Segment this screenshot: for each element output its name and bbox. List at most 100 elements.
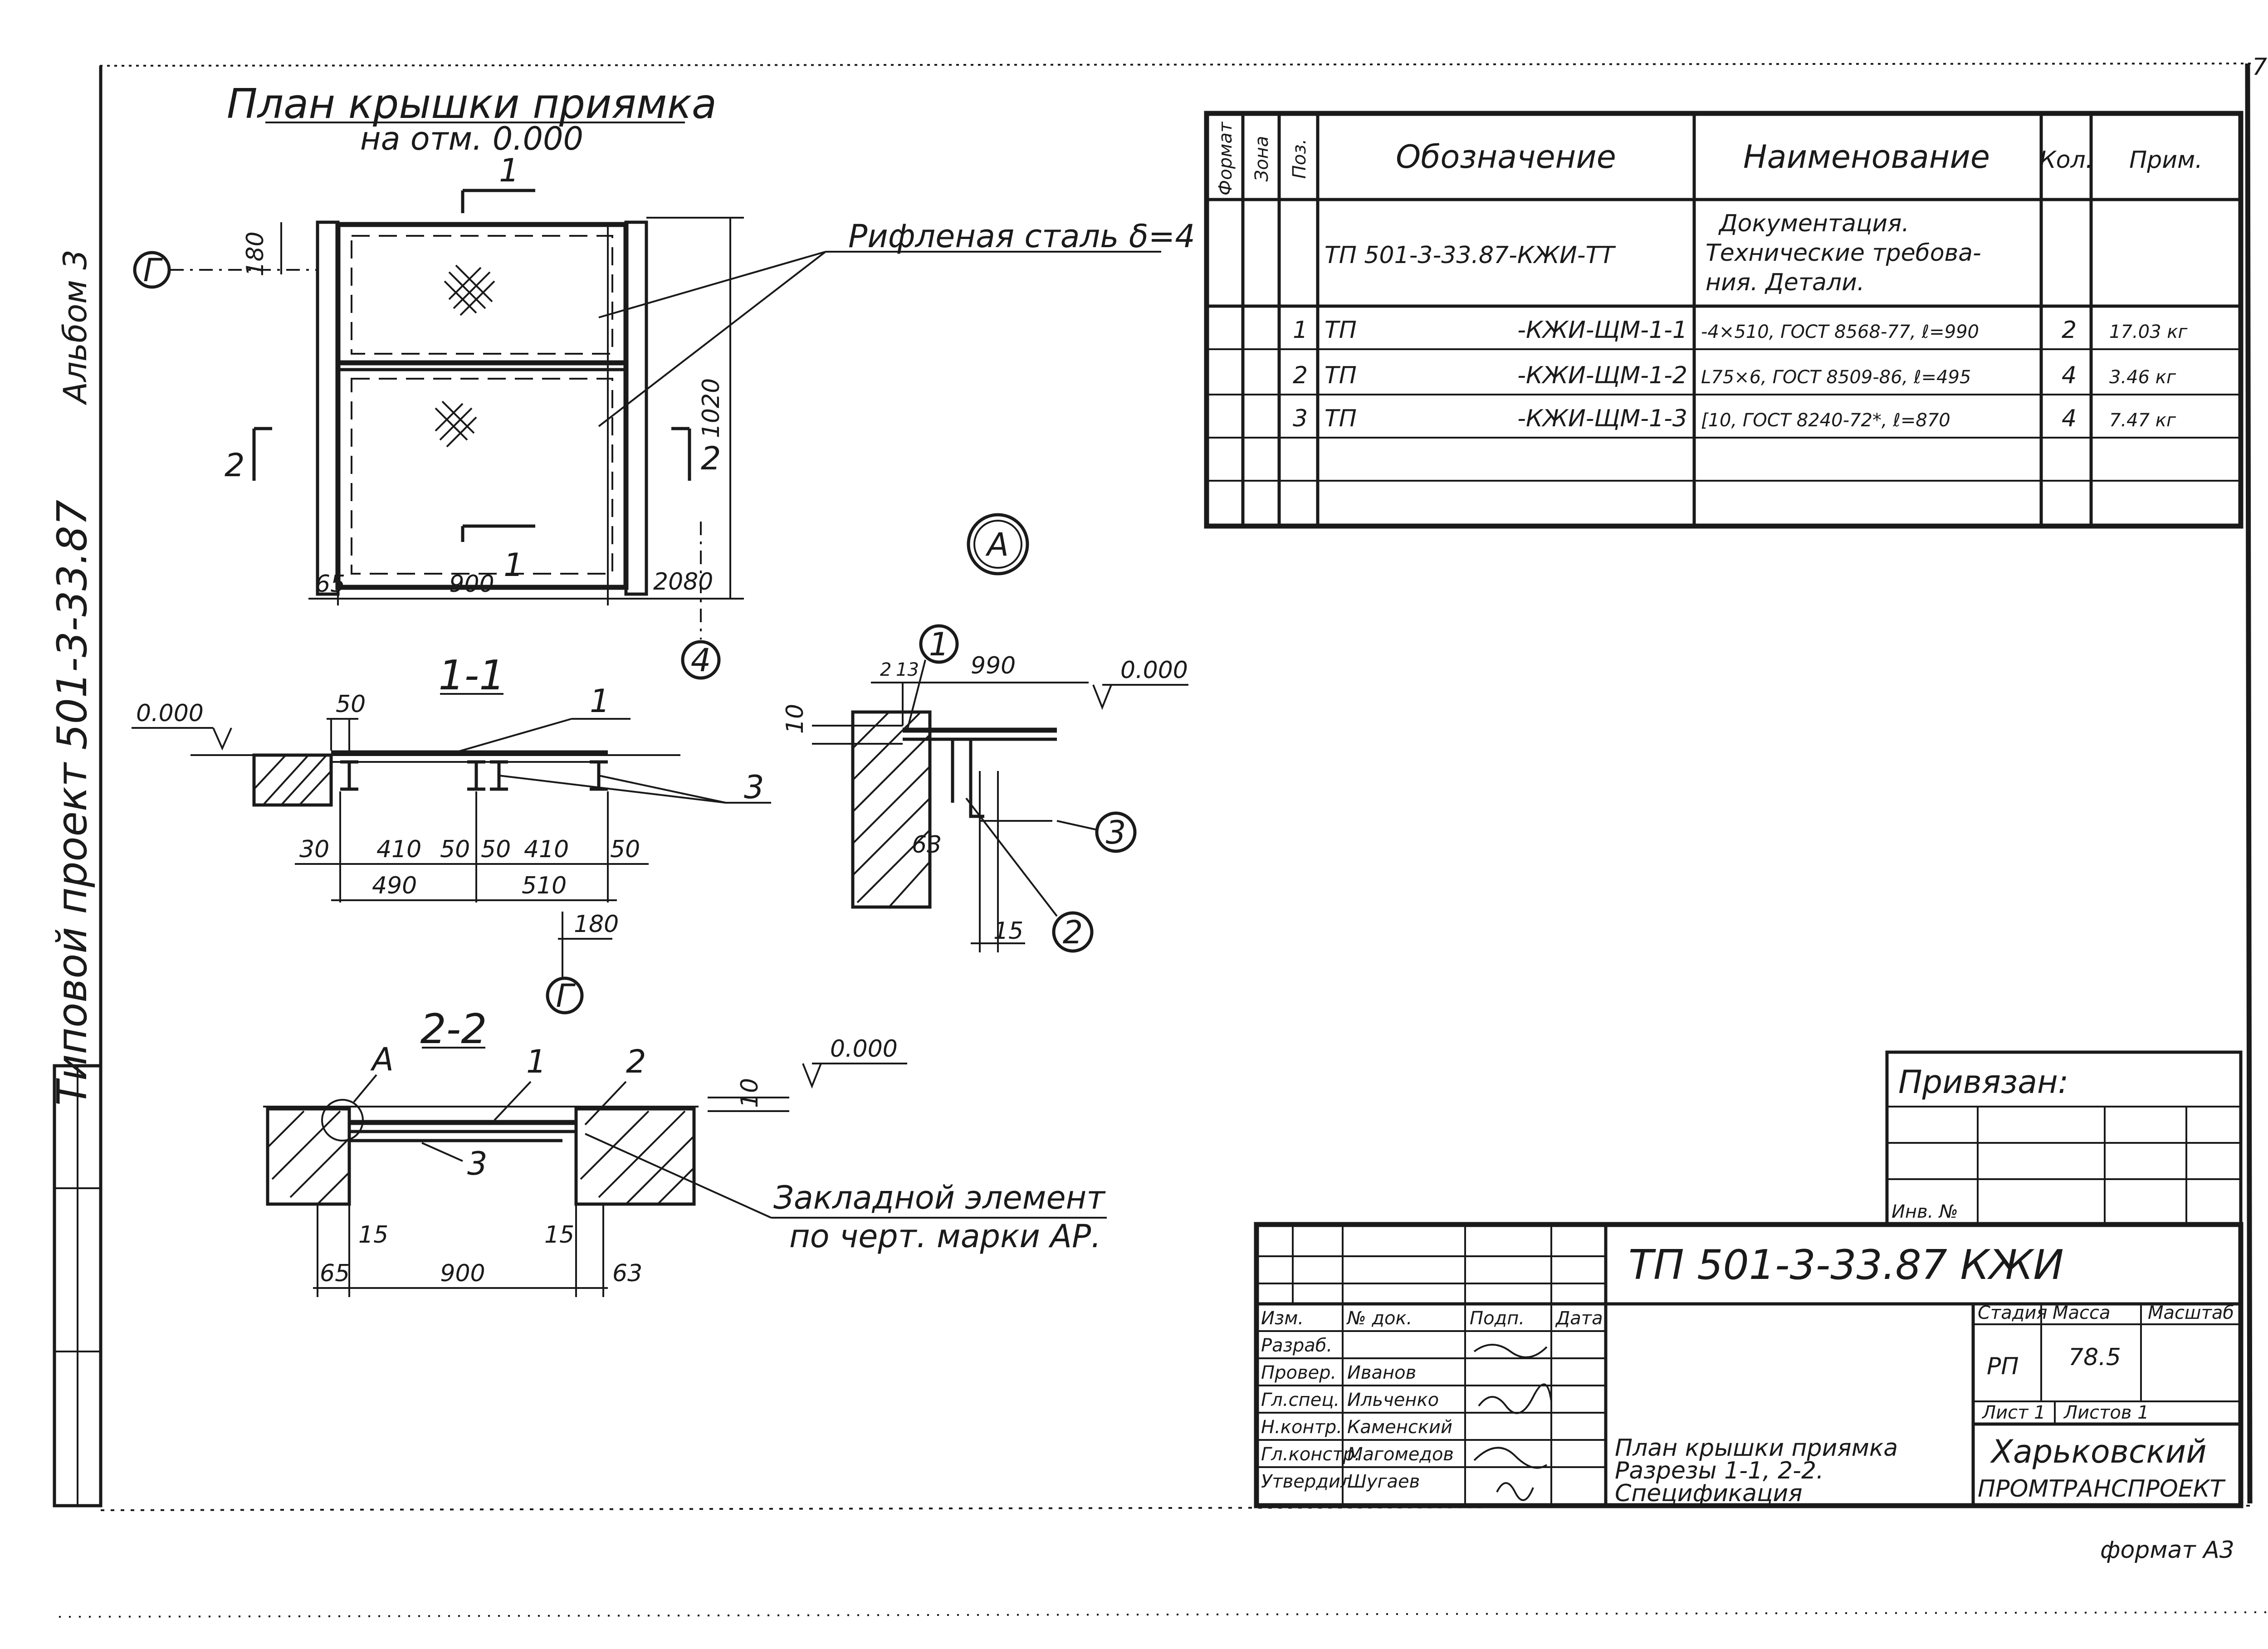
spec-row-1-qty: 2 <box>2062 317 2077 344</box>
spec-doc-name-2: Технические требова- <box>1706 239 1981 267</box>
spec-row-3-name: [10, ГОСТ 8240-72*, ℓ=870 <box>1701 410 1950 431</box>
sign-row-5-name: Каменский <box>1347 1417 1452 1438</box>
plan-dim-1020: 1020 <box>698 378 725 438</box>
section-1-dim-5: 50 <box>610 836 640 863</box>
spec-header-note: Прим. <box>2129 146 2203 174</box>
node-dim-10: 10 <box>782 704 809 734</box>
section-2-note-1: Закладной элемент <box>773 1179 1106 1216</box>
title-drawing-2: Разрезы 1-1, 2-2. <box>1615 1457 1824 1484</box>
spec-header-format: Формат <box>1215 121 1236 195</box>
section-2-title: 2-2 <box>420 1005 487 1053</box>
sign-row-6-name: Магомедов <box>1347 1444 1454 1465</box>
sign-row-7-role: Утвердил <box>1261 1471 1352 1492</box>
section-1-dim-510: 510 <box>522 872 567 899</box>
title-drawing-3: Спецификация <box>1615 1480 1803 1507</box>
section-2-label-2: 2 <box>626 1043 646 1080</box>
sign-row-1-name: № док. <box>1346 1308 1412 1329</box>
title-mass-label: Масса <box>2053 1303 2111 1323</box>
spec-row-2-note: 3.46 кг <box>2109 367 2176 388</box>
title-sheets: Листов 1 <box>2063 1402 2149 1423</box>
node-level: 0.000 <box>1120 657 1188 684</box>
spec-row-1-name: -4×510, ГОСТ 8568-77, ℓ=990 <box>1701 322 1979 342</box>
sign-row-6-role: Гл.констр. <box>1261 1444 1360 1465</box>
side-strip <box>53 1064 103 1508</box>
plan-axis-g: Г <box>143 252 163 289</box>
title-drawing-1: План крышки приямка <box>1615 1434 1898 1462</box>
spec-row-2-pos: 2 <box>1293 362 1308 389</box>
spec-row-2-name: L75×6, ГОСТ 8509-86, ℓ=495 <box>1701 367 1971 388</box>
section-2-2: 2-2 0.000 10 А 1 2 3 Закладно <box>263 1005 1107 1297</box>
spec-row-1-designation-a: ТП <box>1325 317 1357 344</box>
plan-cut-2-right: 2 <box>701 440 721 477</box>
sign-head-podp: Подп. <box>1470 1308 1525 1329</box>
signature-marks <box>1473 1344 1552 1501</box>
node-dim-15: 15 <box>993 917 1023 945</box>
section-1-dim-180: 180 <box>574 911 619 938</box>
sign-row-1-role: Изм. <box>1261 1308 1304 1329</box>
section-2-dim-65: 65 <box>320 1260 350 1287</box>
section-1-dim-1: 410 <box>376 836 421 863</box>
sign-row-4-role: Гл.спец. <box>1261 1390 1339 1410</box>
node-dim-2: 2 <box>880 659 891 680</box>
binding-block: Привязан: Инв. № <box>1885 1050 2243 1226</box>
spec-row-2-designation-a: ТП <box>1325 362 1357 389</box>
spec-header-pos: Поз. <box>1289 139 1310 179</box>
node-dim-13: 13 <box>896 659 919 680</box>
sign-row-2-role: Разраб. <box>1261 1335 1332 1356</box>
plan-cut-1-top: 1 <box>499 152 519 189</box>
section-1-dim-3: 50 <box>481 836 511 863</box>
spec-header-zone: Зона <box>1251 136 1272 182</box>
node-a-detail: 15 63 2 13 990 0.000 10 1 3 2 <box>782 624 1188 953</box>
title-stage: РП <box>1987 1353 2019 1380</box>
spec-row-3-designation-a: ТП <box>1325 405 1357 432</box>
format-label: формат А3 <box>2100 1537 2234 1564</box>
spec-header-name: Наименование <box>1743 138 1990 176</box>
title-sheet: Лист 1 <box>1981 1402 2046 1423</box>
sign-row-4-name: Ильченко <box>1347 1390 1439 1410</box>
spec-row-2-designation-b: -КЖИ-ЩМ-1-2 <box>1517 362 1687 389</box>
title-code: ТП 501-3-33.87 КЖИ <box>1628 1241 2064 1289</box>
plan-cut-2-left: 2 <box>225 447 245 484</box>
title-stage-label: Стадия <box>1978 1303 2047 1323</box>
section-2-dim-15-right: 15 <box>544 1221 574 1249</box>
spec-header-qty: Кол. <box>2039 146 2093 174</box>
section-1-title: 1-1 <box>439 652 505 699</box>
spec-row-1-pos: 1 <box>1293 317 1308 344</box>
section-2-label-a: А <box>370 1041 394 1078</box>
title-mass: 78.5 <box>2068 1344 2121 1371</box>
section-2-note-2: по черт. марки АР. <box>789 1218 1101 1255</box>
table-row: 1 ТП -КЖИ-ЩМ-1-1 -4×510, ГОСТ 8568-77, ℓ… <box>1293 317 2188 344</box>
project-label: Типовой проект 501-3-33.87 <box>49 500 96 1106</box>
spec-row-3-pos: 3 <box>1293 405 1308 432</box>
plan-title: План крышки приямка <box>227 80 717 128</box>
section-2-dim-900: 900 <box>440 1260 485 1287</box>
plan-dim-180: 180 <box>242 231 269 276</box>
spec-row-2-qty: 4 <box>2062 362 2077 389</box>
plan-subtitle: на отм. 0.000 <box>360 120 583 157</box>
section-1-axis-g: Г <box>556 977 576 1015</box>
spec-row-3-note: 7.47 кг <box>2109 410 2176 431</box>
spec-doc-designation: ТП 501-3-33.87-КЖИ-ТТ <box>1325 242 1616 269</box>
section-1-dim-0: 30 <box>299 836 329 863</box>
sign-row-3-role: Провер. <box>1261 1362 1336 1383</box>
spec-doc-name-3: ния. Детали. <box>1706 269 1864 296</box>
sign-row-5-role: Н.контр. <box>1261 1417 1342 1438</box>
spec-row-1-designation-b: -КЖИ-ЩМ-1-1 <box>1517 317 1687 344</box>
plan-node-a: А <box>985 526 1009 563</box>
node-dim-63: 63 <box>912 831 942 859</box>
spec-header-designation: Обозначение <box>1396 138 1616 176</box>
sign-row-7-name: Шугаев <box>1347 1471 1420 1492</box>
spec-row-1-note: 17.03 кг <box>2109 322 2188 342</box>
sign-head-data: Дата <box>1555 1308 1603 1329</box>
title-block: Изм. № док. Подп. Дата Разраб. Провер. И… <box>1254 1222 2244 1508</box>
spec-table: Формат Зона Поз. Обозначение Наименовани… <box>1204 111 2244 529</box>
sign-row-3-name: Иванов <box>1347 1362 1416 1383</box>
plan-dim-900: 900 <box>449 571 494 598</box>
album-label: Альбом 3 <box>57 249 94 405</box>
plan-cut-1-bottom: 1 <box>503 546 524 584</box>
table-row: 2 ТП -КЖИ-ЩМ-1-2 L75×6, ГОСТ 8509-86, ℓ=… <box>1293 362 2176 389</box>
binding-label: Привязан: <box>1898 1064 2068 1101</box>
section-1-1: 1-1 0.000 50 1 3 <box>132 652 771 1015</box>
title-scale-label: Масштаб <box>2148 1303 2234 1323</box>
